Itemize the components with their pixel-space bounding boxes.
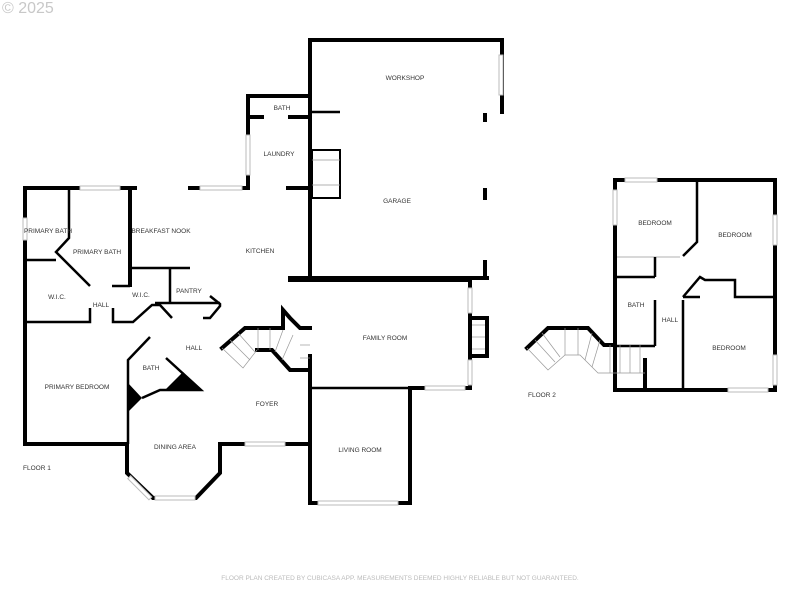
room-label-primary-bath-2: PRIMARY BATH bbox=[73, 249, 121, 256]
copyright-watermark: © 2025 bbox=[2, 0, 54, 17]
floor2-label: FLOOR 2 bbox=[528, 392, 556, 399]
room-label-workshop: WORKSHOP bbox=[386, 75, 425, 82]
room-label-garage: GARAGE bbox=[383, 198, 411, 205]
room-label-hall-2: HALL bbox=[186, 345, 203, 352]
floor2-walls bbox=[524, 177, 778, 393]
floor1-room-labels: WORKSHOP BATH LAUNDRY GARAGE PRIMARY BAT… bbox=[23, 75, 424, 472]
room-label-living-room: LIVING ROOM bbox=[338, 447, 381, 454]
floor1-label: FLOOR 1 bbox=[23, 465, 51, 472]
room-label-kitchen: KITCHEN bbox=[246, 248, 275, 255]
room-label-primary-bath: PRIMARY BATH bbox=[24, 228, 72, 235]
disclaimer-footer: FLOOR PLAN CREATED BY CUBICASA APP. MEAS… bbox=[221, 575, 579, 582]
room-label-breakfast-nook: BREAKFAST NOOK bbox=[131, 228, 191, 235]
room-label-pantry: PANTRY bbox=[176, 288, 202, 295]
room-label-bath-2: BATH bbox=[143, 365, 160, 372]
room-label-dining-area: DINING AREA bbox=[154, 444, 197, 451]
room-label-hall: HALL bbox=[662, 317, 679, 324]
room-label-bedroom-3: BEDROOM bbox=[712, 345, 746, 352]
room-label-wic-2: W.I.C. bbox=[132, 292, 150, 299]
room-label-hall: HALL bbox=[93, 302, 110, 309]
room-label-bath: BATH bbox=[628, 302, 645, 309]
room-label-primary-bedroom: PRIMARY BEDROOM bbox=[45, 384, 110, 391]
room-label-bedroom-2: BEDROOM bbox=[718, 232, 752, 239]
floor2-room-labels: BEDROOM BEDROOM BATH HALL BEDROOM FLOOR … bbox=[528, 220, 752, 399]
room-label-bedroom-1: BEDROOM bbox=[638, 220, 672, 227]
room-label-foyer: FOYER bbox=[256, 401, 279, 408]
room-label-laundry: LAUNDRY bbox=[264, 151, 296, 158]
room-label-family-room: FAMILY ROOM bbox=[363, 335, 408, 342]
floor1-walls bbox=[22, 38, 504, 506]
room-label-bath: BATH bbox=[274, 105, 291, 112]
room-label-wic: W.I.C. bbox=[48, 294, 66, 301]
